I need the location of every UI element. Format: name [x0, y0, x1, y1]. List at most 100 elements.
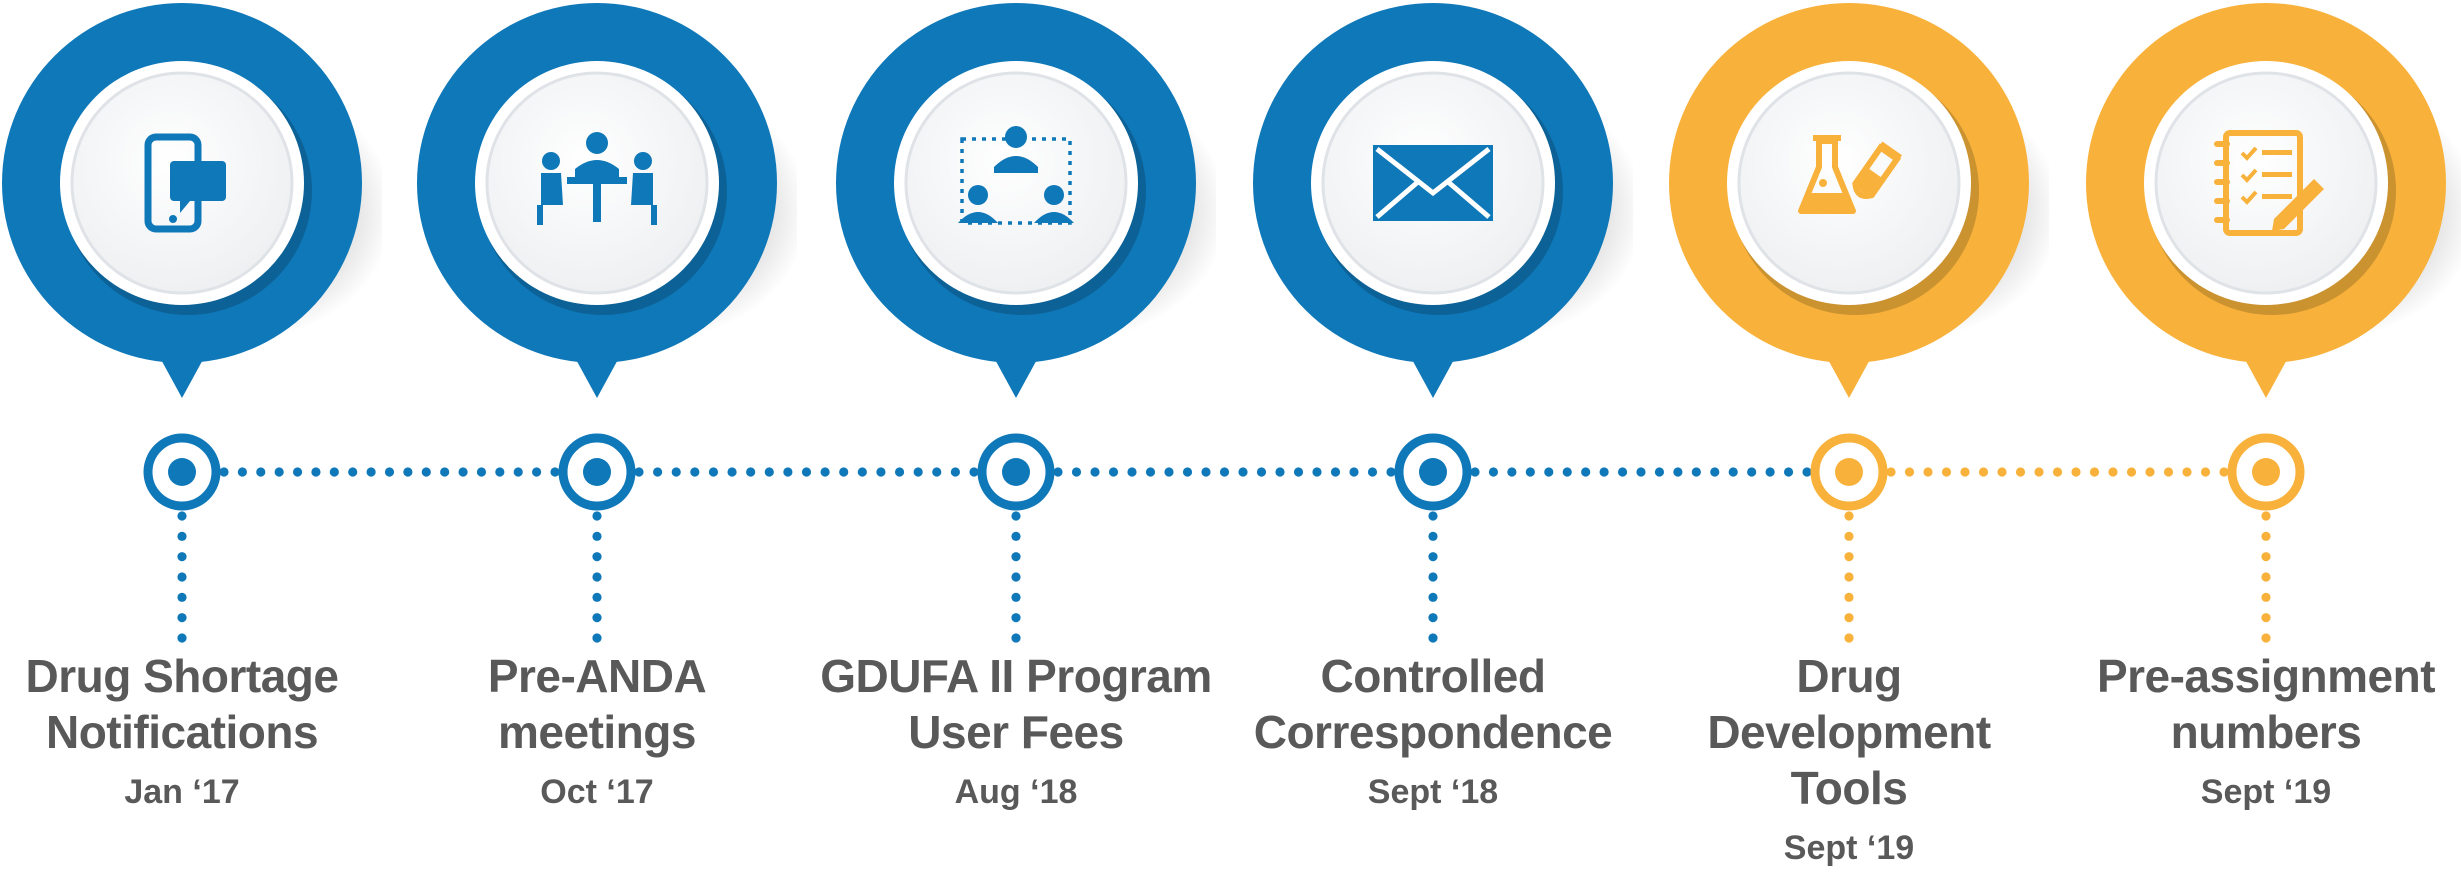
milestone-date: Oct ‘17 [540, 773, 654, 811]
stem-dot [2261, 633, 2271, 643]
stem-dot [2261, 552, 2271, 562]
connector-dot [2126, 467, 2137, 477]
connector-dot [2034, 467, 2044, 477]
milestone-title-line1: GDUFA II Program [820, 650, 1212, 702]
connector-dot [1562, 467, 1572, 477]
connector-dot [1293, 467, 1304, 477]
milestone-drug-shortage: Drug Shortage Notifications Jan ‘17 [0, 0, 394, 826]
stem-dot [1428, 511, 1438, 521]
connector-dot [1581, 467, 1591, 477]
connector-dot [1053, 467, 1063, 477]
connector-dot [256, 467, 266, 477]
connector-dot [746, 467, 756, 477]
stem-dot [1011, 613, 1021, 623]
stem-dot [1011, 633, 1021, 643]
connector-dot [1507, 467, 1517, 477]
timeline-connectors [143, 433, 2305, 643]
connector-dot [348, 467, 358, 477]
stem-dot [177, 511, 187, 521]
connector-dot [274, 467, 284, 477]
connector-dot [634, 467, 644, 477]
connector-dot [727, 467, 737, 477]
stem-dot [1428, 531, 1438, 541]
connector-dot [1710, 467, 1720, 477]
connector-dot [2163, 467, 2174, 477]
connector-dot [839, 467, 849, 477]
connector-dot [2071, 467, 2081, 477]
connector-dot [1783, 467, 1794, 477]
connector-dot [857, 467, 867, 477]
timeline-node [977, 433, 1055, 511]
badge-face [2154, 71, 2378, 295]
stem-dot [592, 511, 602, 521]
map-pin-marker [836, 3, 1228, 398]
stem-dot [1844, 511, 1854, 521]
connector-dot [458, 467, 468, 477]
connector-dot [1386, 467, 1396, 477]
stem-dot [1428, 633, 1438, 643]
stem-dot [177, 531, 187, 541]
stem-dot [592, 613, 602, 623]
connector-dot [708, 467, 719, 477]
milestone-title-line1: Pre-ANDA [487, 650, 707, 702]
connector-dot [1802, 467, 1812, 477]
connector-dot [384, 467, 395, 477]
stem-dot [1844, 592, 1854, 602]
connector-dot [1747, 467, 1757, 477]
stem-dot [1428, 572, 1438, 582]
milestone-drug-development-tools: Drug Development Tools Sept ‘19 [1649, 0, 2061, 867]
connector-dot [1923, 467, 1933, 477]
connector-dot [1488, 467, 1499, 477]
connector-dot [913, 467, 923, 477]
connector-dot [1312, 467, 1322, 477]
connector-dot [2089, 467, 2100, 477]
connector-dot [876, 467, 886, 477]
stem-dot [1844, 613, 1854, 623]
connector-dot [311, 467, 321, 477]
milestone-title-line2: Notifications [45, 706, 319, 758]
connector-dot [932, 467, 942, 477]
badge-face [1737, 71, 1961, 295]
connector-dot [1525, 467, 1535, 477]
milestone-pre-assignment-numbers: Pre-assignment numbers Sept ‘19 [2066, 0, 2461, 826]
connector-dot [783, 467, 793, 477]
milestone-date: Sept ‘19 [2200, 773, 2332, 811]
stem-dot [1844, 552, 1854, 562]
connector-dot [366, 467, 376, 477]
map-pin-marker [417, 3, 809, 398]
timeline-node [1810, 433, 1888, 511]
milestone-title-line1: Controlled [1320, 650, 1546, 702]
connector-dot [476, 467, 487, 477]
stem-dot [1011, 531, 1021, 541]
connector-dot [1090, 467, 1100, 477]
map-pin-marker [2, 3, 394, 398]
stem-dot [592, 531, 602, 541]
connector-dot [950, 467, 960, 477]
stem-dot [592, 552, 602, 562]
milestone-date: Sept ‘18 [1367, 773, 1499, 811]
connector-dot [1654, 467, 1665, 477]
connector-dot [1275, 467, 1285, 477]
connector-dot [292, 467, 303, 477]
stem-dot [1844, 531, 1854, 541]
stem-dot [177, 572, 187, 582]
connector-dot [237, 467, 247, 477]
timeline-node [2227, 433, 2305, 511]
connector-dot [2200, 467, 2211, 477]
milestone-title-line2: Tools [1790, 762, 1908, 814]
connector-dot [1599, 467, 1609, 477]
stem-dot [2261, 613, 2271, 623]
connector-dot [2108, 467, 2118, 477]
stem-dot [592, 592, 602, 602]
connector-dot [421, 467, 431, 477]
checklist-pen-icon [2214, 130, 2324, 236]
connector-dot [2219, 467, 2229, 477]
connector-dot [1960, 467, 1970, 477]
connector-dot [1256, 467, 1267, 477]
connector-dot [1941, 467, 1952, 477]
milestone-title-line1: Pre-assignment [2096, 650, 2436, 702]
connector-dot [969, 467, 979, 477]
stem-dot [1011, 592, 1021, 602]
connector-dot [440, 467, 450, 477]
